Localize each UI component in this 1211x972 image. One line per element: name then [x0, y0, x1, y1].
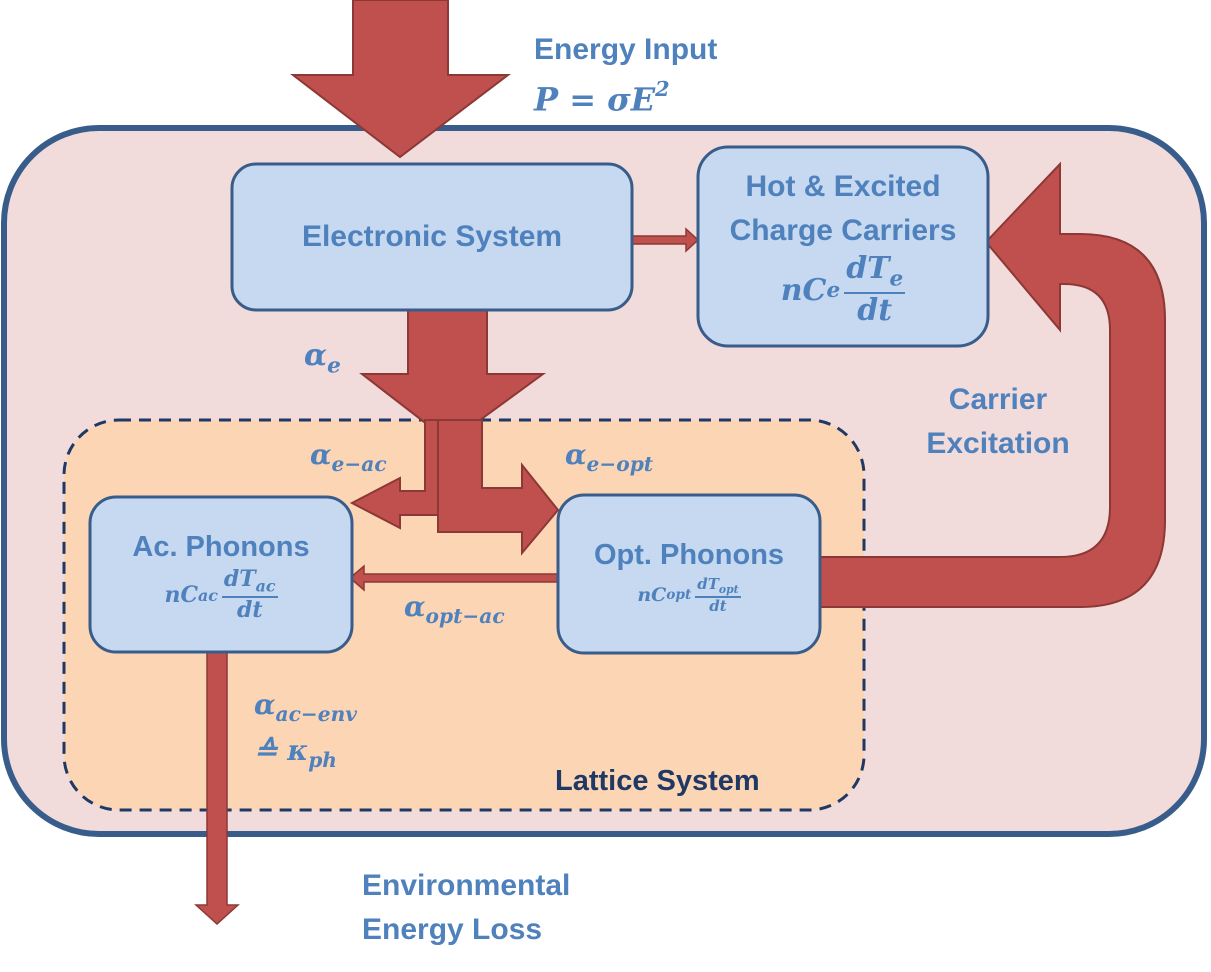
carrier-excitation-label: Carrier Excitation: [905, 378, 1091, 465]
alpha-e-arrow: [359, 309, 547, 444]
environmental-loss-label: Environmental Energy Loss: [362, 864, 570, 951]
energy-formula-exponent: 2: [655, 76, 670, 101]
hot-carriers-line1: Hot & Excited: [745, 170, 941, 204]
lattice-system-label: Lattice System: [555, 765, 760, 797]
ac-phonons-box: [88, 495, 354, 654]
alpha-e-label: αe: [304, 338, 341, 379]
hot-carriers-coef: nC: [780, 273, 827, 308]
opt-phonons-coef: nC: [637, 584, 667, 607]
hot-carriers-coef-sub: e: [826, 278, 841, 303]
ac-phonons-coef: nC: [164, 582, 198, 609]
electronic-system-label: Electronic System: [301, 220, 563, 253]
hot-carriers-line2: Charge Carriers: [729, 213, 957, 247]
energy-input-label: Energy Input: [534, 33, 718, 66]
opt-phonons-label: Opt. Phonons: [593, 538, 785, 571]
ac-phonons-label: Ac. Phonons: [132, 530, 310, 563]
hot-carriers-box: [696, 145, 990, 348]
alpha-opt-ac-label: αopt−ac: [404, 590, 505, 629]
alpha-ac-env-label: αac−env: [254, 688, 357, 727]
electronic-to-carriers-arrow: [631, 227, 700, 253]
energy-input-formula: P = σE2: [534, 76, 670, 119]
environmental-loss-line1: Environmental: [362, 869, 571, 902]
hot-carriers-den: dt: [857, 293, 893, 329]
alpha-e-opt-arrow: [437, 419, 560, 556]
environmental-loss-line2: Energy Loss: [362, 912, 543, 946]
opt-phonons-coef-sub: opt: [666, 587, 692, 604]
carrier-excitation-arrow: [819, 161, 1166, 608]
ac-phonons-den: dt: [236, 597, 263, 624]
opt-phonons-num-sub: opt: [718, 582, 739, 596]
alpha-opt-ac-arrow: [348, 564, 559, 592]
hot-carriers-num: dT: [846, 251, 890, 287]
opt-phonons-num: dT: [697, 574, 719, 593]
ac-phonons-num: dT: [223, 566, 256, 593]
carrier-excitation-line1: Carrier: [948, 383, 1048, 416]
ac-phonons-num-sub: ac: [255, 576, 276, 596]
alpha-e-opt-label: αe−opt: [565, 438, 654, 477]
energy-input-arrow: [290, 0, 511, 159]
hot-carriers-fraction: dTe dt: [844, 251, 906, 329]
opt-phonons-box: [556, 493, 822, 655]
ac-phonons-fraction: dTac dt: [221, 566, 278, 624]
environmental-loss-arrow: [194, 651, 240, 926]
kappa-ph-label: ≙ κph: [254, 734, 337, 773]
opt-phonons-den: dt: [709, 596, 727, 615]
electronic-system-box: [230, 162, 634, 312]
ac-phonons-coef-sub: ac: [197, 585, 218, 605]
electronic-system-label-wrap: Electronic System: [232, 164, 632, 310]
carrier-excitation-line2: Excitation: [926, 426, 1070, 460]
energy-formula-lhs: P = σE: [534, 80, 656, 119]
hot-carriers-num-sub: e: [889, 266, 904, 292]
opt-phonons-fraction: dTopt dt: [695, 574, 741, 615]
alpha-e-ac-label: αe−ac: [310, 438, 387, 477]
